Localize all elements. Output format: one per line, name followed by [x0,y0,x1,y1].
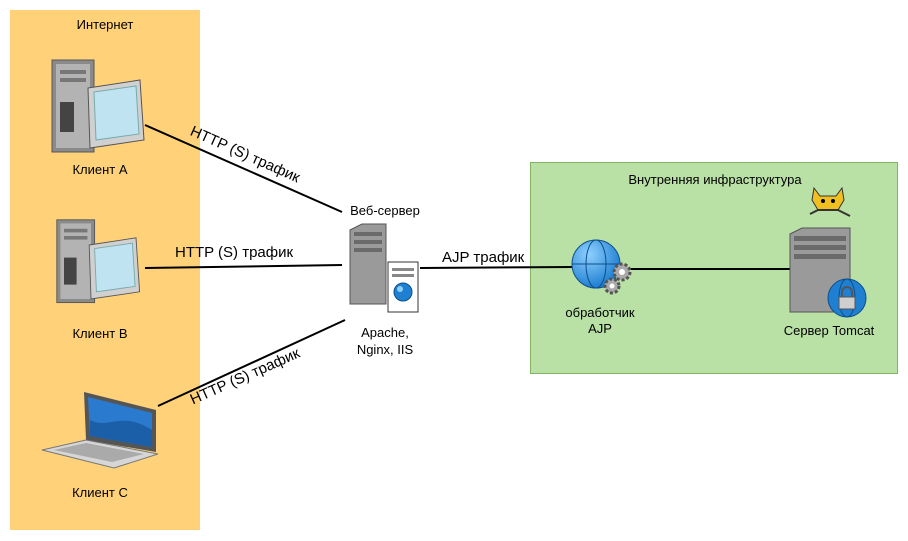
edge-label-ajp: AJP трафик [442,249,525,266]
client-b-label: Клиент B [72,326,128,341]
edge-web-ajp [419,266,575,269]
web-server-caption-1: Apache, [361,325,409,340]
ajp-handler-label-2: AJP [588,321,612,336]
web-server-title: Веб-сервер [350,203,420,218]
edge-client-b-web [144,264,343,269]
tomcat-logo-icon [809,186,851,217]
client-c-label: Клиент C [72,485,128,500]
lock-globe-icon [827,278,867,318]
edge-client-c-web [157,319,346,407]
desktop-computer-icon [51,59,145,153]
edge-label-client-b: HTTP (S) трафик [175,244,294,261]
laptop-icon [41,392,159,469]
desktop-computer-icon [56,219,141,304]
server-icon [349,223,419,313]
ajp-handler-label-1: обработчик [565,305,635,320]
globe-gears-icon [571,239,632,295]
client-a-label: Клиент A [72,162,128,177]
web-server-caption-2: Nginx, IIS [356,342,414,357]
edge-client-a-web [144,124,343,213]
tomcat-server-label: Сервер Tomcat [783,323,875,338]
internal-zone-label: Внутренняя инфраструктура [628,172,802,187]
internet-zone-label: Интернет [76,17,134,32]
